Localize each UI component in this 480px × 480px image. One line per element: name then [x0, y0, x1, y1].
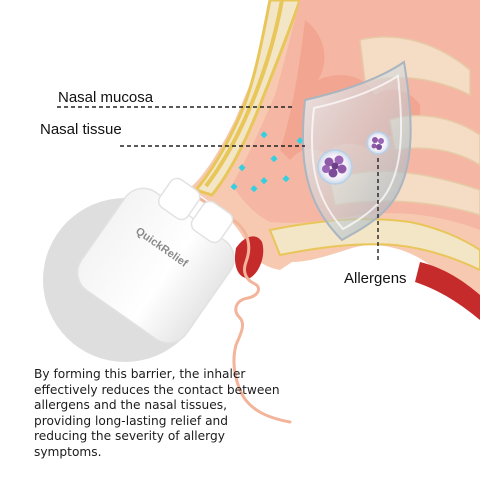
medication-mist [230, 131, 304, 193]
shield-inner-rim [310, 74, 403, 231]
label-nasal-tissue: Nasal tissue [40, 121, 122, 138]
allergen-cell-large [317, 149, 353, 185]
label-nasal-mucosa: Nasal mucosa [58, 89, 154, 106]
face-profile-line [186, 188, 292, 424]
turbinate-middle [389, 114, 480, 166]
nasal-bone [193, 0, 302, 197]
skull-outline [204, 0, 284, 188]
inhaler-device: QuickRelief [76, 177, 235, 344]
description-caption: By forming this barrier, the inhaler eff… [34, 367, 280, 459]
nostril-tissue [234, 236, 264, 279]
label-allergens: Allergens [344, 270, 407, 287]
lower-gum [415, 262, 480, 320]
allergen-cell-small [366, 131, 390, 155]
